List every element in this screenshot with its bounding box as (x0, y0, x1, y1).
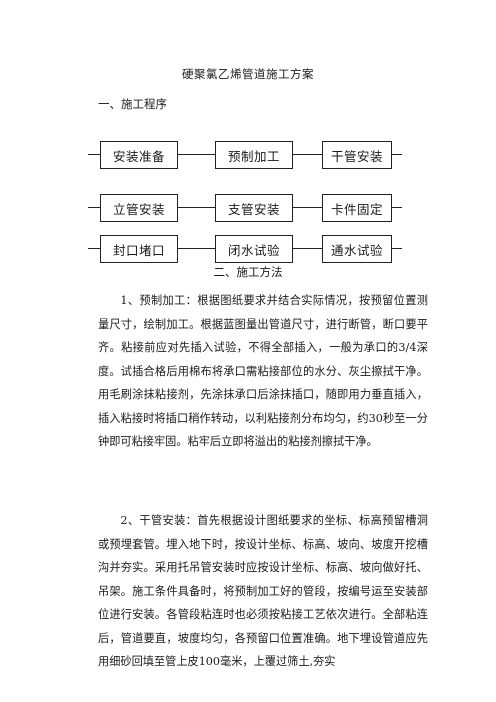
flow-connector (178, 154, 215, 155)
flow-step-box: 闭水试验 (215, 235, 293, 263)
paragraph-prefab: 1、预制加工：根据图纸要求并结合实际情况，按预留位置测量尺寸，绘制加工。根据蓝图… (98, 289, 428, 454)
flow-step-box: 通水试验 (322, 235, 392, 263)
flow-step-box: 安装准备 (100, 141, 178, 169)
flow-connector (293, 154, 322, 155)
flow-step-box: 预制加工 (215, 141, 293, 169)
flow-diagram: 安装准备 预制加工 干管安装 立管安装 支管安装 卡件固定 封口堵口 闭水试验 … (0, 0, 496, 280)
paragraph-main-pipe: 2、干管安装：首先根据设计图纸要求的坐标、标高预留槽洞或预埋套管。埋入地下时，按… (98, 509, 428, 674)
flow-connector (293, 207, 322, 208)
flow-connector (392, 154, 402, 155)
flow-step-box: 干管安装 (322, 141, 392, 169)
flow-connector (392, 248, 402, 249)
section-heading-procedure: 一、施工程序 (98, 97, 167, 111)
flow-connector (392, 207, 402, 208)
paragraph-text: 2、干管安装：首先根据设计图纸要求的坐标、标高预留槽洞或预埋套管。埋入地下时，按… (98, 514, 428, 668)
document-title: 硬聚氯乙烯管道施工方案 (182, 67, 314, 81)
flow-step-box: 立管安装 (100, 194, 178, 222)
flow-step-box: 封口堵口 (100, 235, 178, 263)
flow-connector (88, 248, 100, 249)
flow-step-box: 支管安装 (215, 194, 293, 222)
section-heading-methods: 二、施工方法 (213, 265, 283, 279)
paragraph-text: 1、预制加工：根据图纸要求并结合实际情况，按预留位置测量尺寸，绘制加工。根据蓝图… (98, 294, 428, 448)
flow-connector (178, 248, 215, 249)
flow-connector (178, 207, 215, 208)
flow-connector (88, 207, 100, 208)
flow-step-box: 卡件固定 (322, 194, 392, 222)
flow-connector (293, 248, 322, 249)
flow-connector (88, 154, 100, 155)
